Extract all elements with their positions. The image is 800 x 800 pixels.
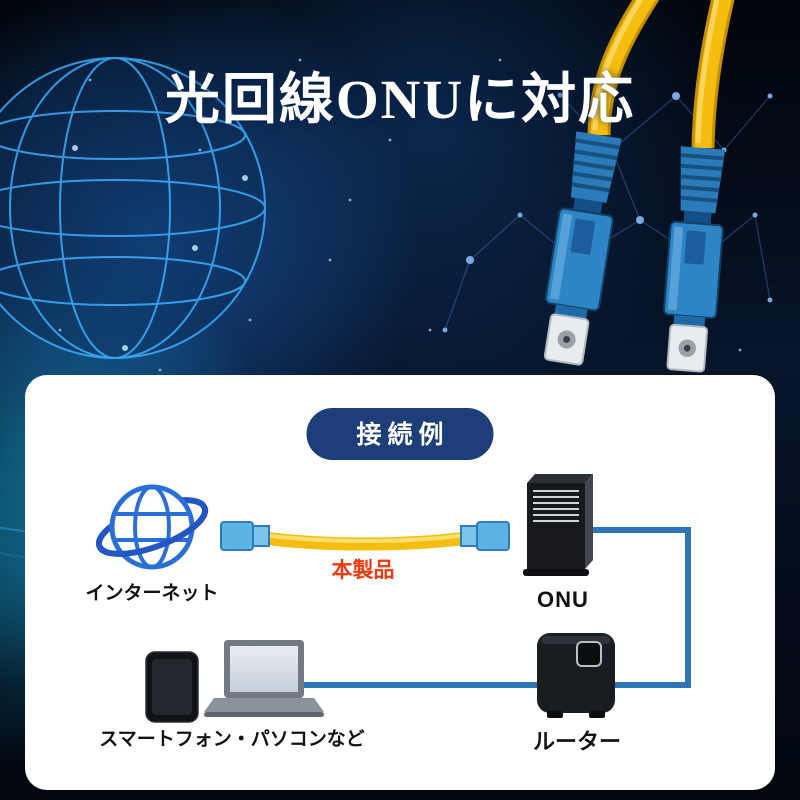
product-label: 本製品 <box>331 559 395 582</box>
product-fiber-cable-icon <box>217 518 513 555</box>
internet-label: インターネット <box>85 583 219 604</box>
smartphone-icon <box>145 651 199 723</box>
sc-connector-left <box>534 128 628 369</box>
wireframe-globe-decoration <box>0 57 266 359</box>
banner-title: 光回線ONUに対応 <box>164 69 636 130</box>
laptop-icon <box>204 640 324 717</box>
sc-connector-right <box>657 144 732 375</box>
fiber-cable-left <box>587 0 660 136</box>
router-label: ルーター <box>532 729 622 754</box>
globe-internet-icon <box>95 484 209 570</box>
star-dots <box>58 58 742 372</box>
onu-device-icon <box>523 474 593 576</box>
fiber-cable-right <box>691 0 735 149</box>
connection-example-badge: 接続例 <box>306 408 494 460</box>
connection-diagram <box>95 474 691 723</box>
router-device-icon <box>537 633 615 718</box>
badge-label: 接続例 <box>356 421 450 449</box>
connection-example-card: 接続例 <box>25 375 775 790</box>
devices-label: スマートフォン・パソコンなど <box>99 729 365 750</box>
connection-line <box>295 527 691 688</box>
onu-label: ONU <box>537 587 589 612</box>
